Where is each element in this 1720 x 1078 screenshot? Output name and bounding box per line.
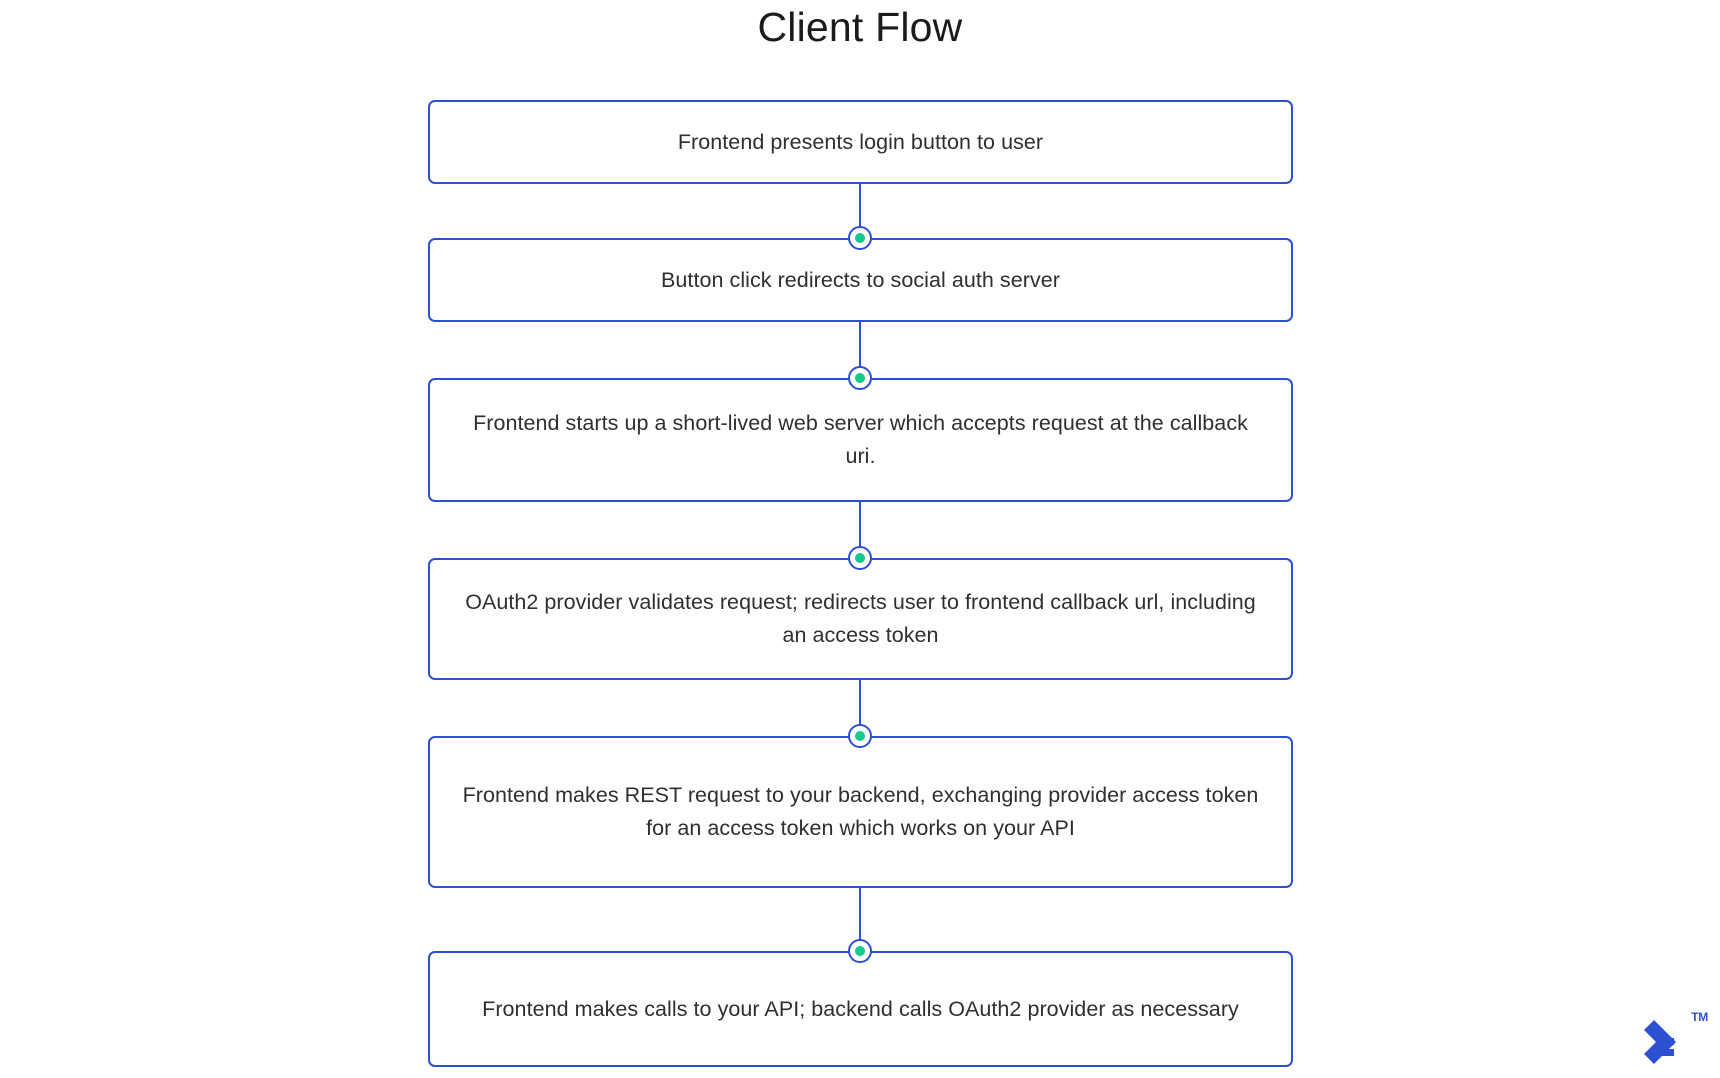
- flow-node-5[interactable]: Frontend makes REST request to your back…: [428, 736, 1293, 888]
- flow-edge-1-2: [859, 184, 861, 238]
- flow-edge-4-5: [859, 680, 861, 736]
- flow-marker-node-3: [848, 366, 872, 390]
- flow-node-1-label: Frontend presents login button to user: [677, 129, 1044, 154]
- flow-node-3[interactable]: Frontend starts up a short-lived web ser…: [428, 378, 1293, 502]
- flow-node-2[interactable]: Button click redirects to social auth se…: [428, 238, 1293, 322]
- page-title: Client Flow: [757, 4, 963, 50]
- flow-node-3-label: Frontend starts up a short-lived web ser…: [473, 411, 1248, 468]
- flow-node-6[interactable]: Frontend makes calls to your API; backen…: [428, 951, 1293, 1067]
- flow-node-1[interactable]: Frontend presents login button to user: [428, 100, 1293, 184]
- toptal-logo: TM: [1636, 1008, 1708, 1068]
- flow-node-6-label: Frontend makes calls to your API; backen…: [482, 996, 1239, 1021]
- flow-marker-node-2: [848, 226, 872, 250]
- flow-node-4-label: OAuth2 provider validates request; redir…: [465, 590, 1256, 647]
- flow-edge-2-3: [859, 322, 861, 378]
- flow-marker-node-6: [848, 939, 872, 963]
- flow-edge-5-6: [859, 888, 861, 951]
- flow-node-5-label: Frontend makes REST request to your back…: [462, 783, 1259, 840]
- flow-edge-3-4: [859, 502, 861, 558]
- trademark-label: TM: [1691, 1010, 1708, 1024]
- flow-marker-node-5: [848, 724, 872, 748]
- flow-marker-node-4: [848, 546, 872, 570]
- flow-node-4[interactable]: OAuth2 provider validates request; redir…: [428, 558, 1293, 680]
- flow-node-2-label: Button click redirects to social auth se…: [661, 267, 1060, 292]
- toptal-logo-icon: [1644, 1020, 1676, 1064]
